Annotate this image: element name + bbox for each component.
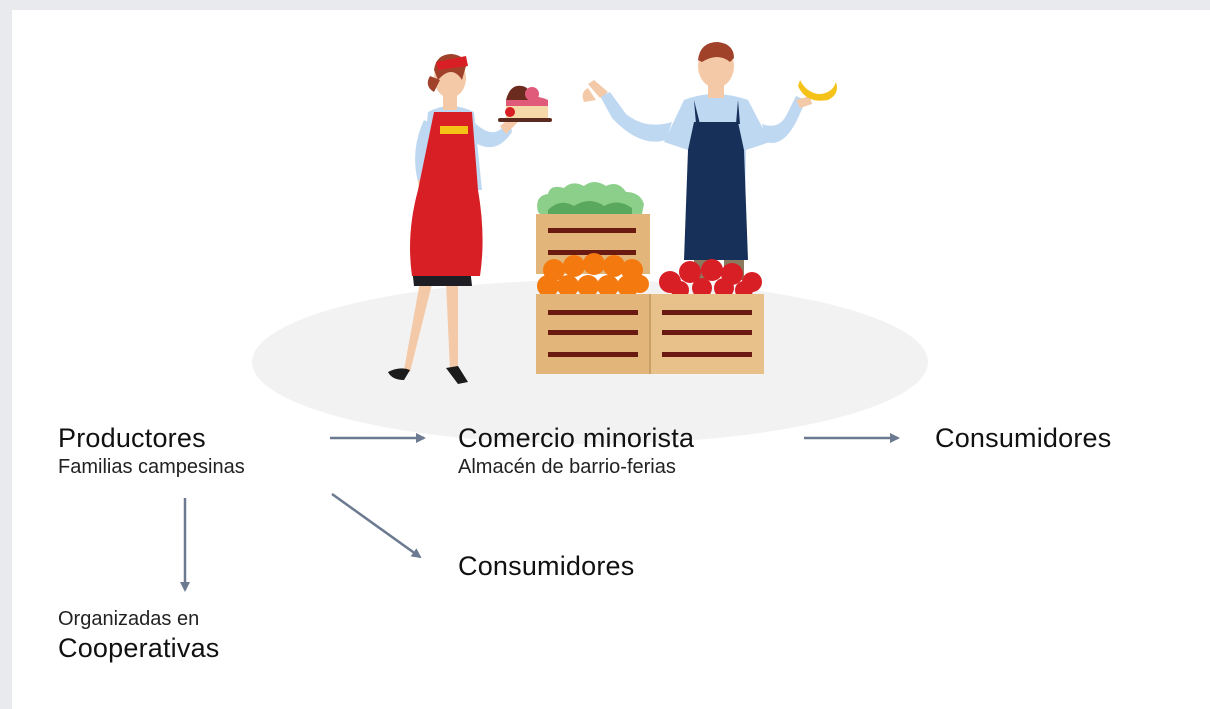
comercio-subtitle: Almacén de barrio-ferias xyxy=(458,456,676,478)
arrow-productores-to-consumidores xyxy=(331,492,422,559)
node-consumidores-right: Consumidores xyxy=(935,422,1111,454)
productores-title: Productores xyxy=(58,423,206,453)
produce-crates xyxy=(536,182,764,374)
cooperativas-title: Cooperativas xyxy=(58,633,220,663)
cooperativas-subtitle: Organizadas en xyxy=(58,608,200,630)
productores-subtitle: Familias campesinas xyxy=(58,456,245,478)
node-consumidores-lower: Consumidores xyxy=(458,550,634,582)
node-cooperativas: Organizadas en Cooperativas xyxy=(58,606,220,664)
comercio-title: Comercio minorista xyxy=(458,423,695,453)
woman-figure xyxy=(388,54,552,384)
consumidores-right-title: Consumidores xyxy=(935,423,1112,453)
consumidores-lower-title: Consumidores xyxy=(458,551,635,581)
node-comercio-minorista: Comercio minorista Almacén de barrio-fer… xyxy=(458,422,694,480)
node-productores: Productores Familias campesinas xyxy=(58,422,245,480)
